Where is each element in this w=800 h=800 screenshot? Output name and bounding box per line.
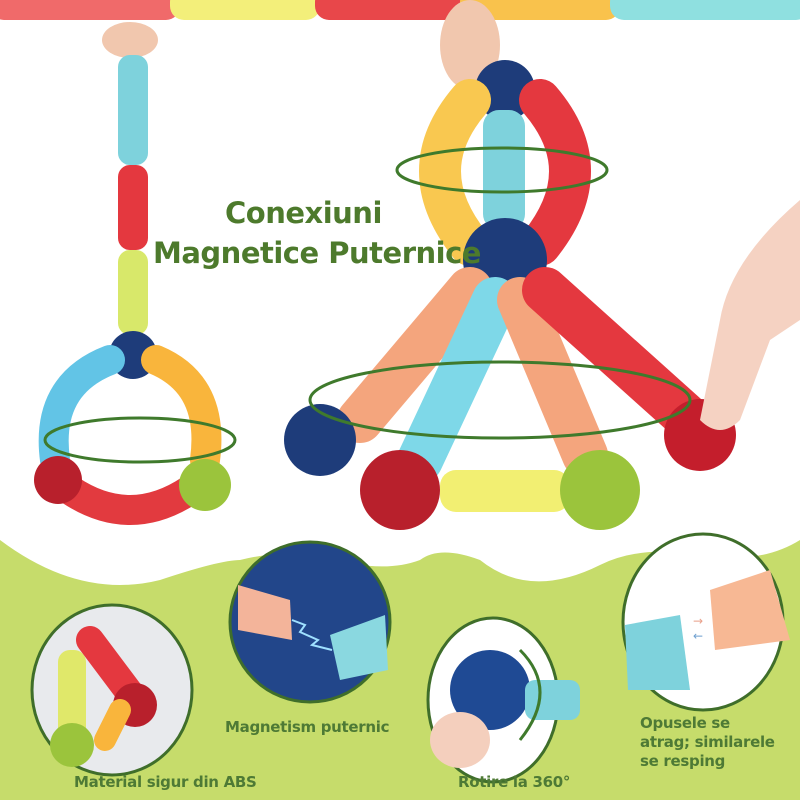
feature-caption-abs: Material sigur din ABS — [74, 773, 257, 791]
abs-material-closeup — [30, 603, 194, 777]
feature-caption-magnetism: Magnetism puternic — [225, 718, 390, 736]
hanging-ring-toy — [34, 22, 237, 525]
svg-text:←: ← — [693, 629, 703, 643]
feature-caption-rotation: Rotire la 360° — [458, 773, 571, 791]
svg-text:→: → — [693, 614, 703, 628]
feature-caption-attract-repel: Opusele se atrag; similarele se resping — [640, 714, 775, 770]
pyramid-toy — [284, 0, 800, 530]
headline-line1: Conexiuni — [225, 196, 382, 230]
attract-repel-closeup: → ← — [621, 532, 790, 712]
magnetic-spark-closeup — [228, 540, 392, 704]
green-wave-background — [0, 540, 800, 800]
top-rod-strip — [0, 0, 800, 20]
headline-line2: Magnetice Puternice — [153, 236, 481, 270]
rotating-ball-closeup — [426, 616, 580, 784]
